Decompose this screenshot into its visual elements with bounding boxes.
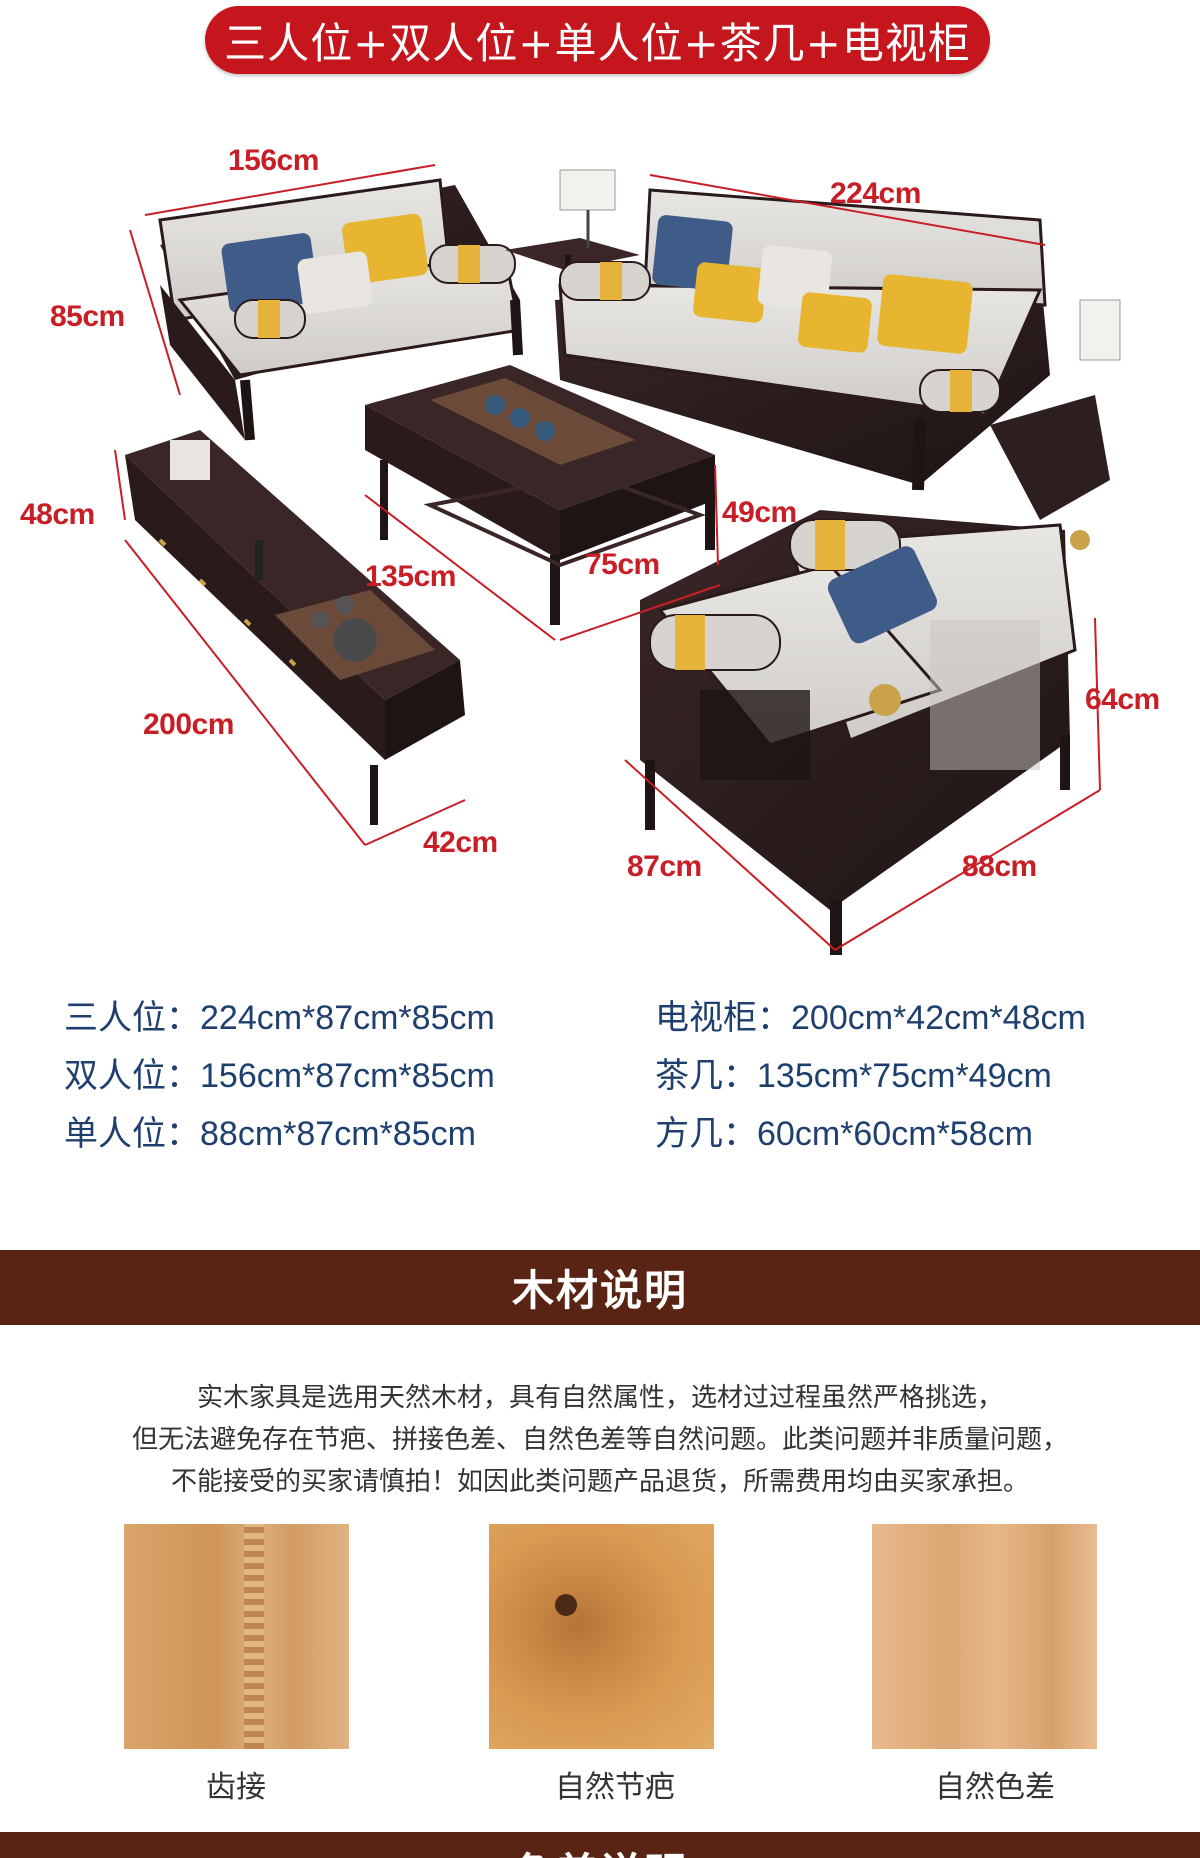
wood-section-header: 木材说明 (0, 1250, 1200, 1325)
loveseat (158, 178, 523, 441)
table-length-label: 135cm (365, 560, 456, 593)
armchair (640, 510, 1090, 955)
table-height-label: 49cm (722, 496, 797, 529)
sofa-width-label: 224cm (830, 177, 921, 210)
wood-sample-color-variation (872, 1524, 1097, 1749)
notice-line-1: 实木家具是选用天然木材，具有自然属性，选材过过程虽然严格挑选， (196, 1383, 1003, 1413)
chair-height-label: 64cm (1085, 683, 1160, 716)
spec-single-seat: 单人位：88cm*87cm*85cm (64, 1115, 476, 1153)
chair-width-label: 88cm (962, 850, 1037, 883)
tv-cabinet (125, 430, 465, 825)
three-seat-sofa (555, 188, 1050, 491)
furniture-drawing (114, 164, 1121, 955)
banner-title: 三人位+双人位+单人位+茶几+电视柜 (224, 18, 971, 68)
spec-three-seat: 三人位：224cm*87cm*85cm (64, 999, 495, 1037)
loveseat-width-label: 156cm (228, 144, 319, 177)
tv-height-label: 48cm (20, 498, 95, 531)
sample-label-color-variation: 自然色差 (935, 1770, 1055, 1805)
color-section-header: 色差说明 (0, 1832, 1200, 1858)
dimension-lines (114, 164, 1101, 951)
wood-notice: 实木家具是选用天然木材，具有自然属性，选材过过程虽然严格挑选， 但无法避免存在节… (0, 1377, 1200, 1503)
furniture-illustration: 156cm 224cm 85cm 48cm 135cm 49cm 75cm 64… (0, 120, 1200, 960)
notice-line-2: 但无法避免存在节疤、拼接色差、自然色差等自然问题。此类问题并非质量问题， (131, 1425, 1068, 1455)
spec-coffee-table: 茶几：135cm*75cm*49cm (655, 1057, 1052, 1095)
spec-square-table: 方几：60cm*60cm*58cm (655, 1115, 1033, 1153)
notice-line-3: 不能接受的买家请慎拍！如因此类问题产品退货，所需费用均由买家承担。 (170, 1467, 1029, 1497)
spec-two-seat: 双人位：156cm*87cm*85cm (64, 1057, 495, 1095)
chair-depth-label: 87cm (627, 850, 702, 883)
wood-section-title: 木材说明 (511, 1266, 688, 1315)
sample-label-knot: 自然节疤 (555, 1770, 675, 1805)
wood-sample-finger-joint (124, 1524, 349, 1749)
tv-length-label: 200cm (143, 708, 234, 741)
wood-sample-knot (489, 1524, 714, 1749)
tv-depth-label: 42cm (423, 826, 498, 859)
spec-tv-cabinet: 电视柜：200cm*42cm*48cm (655, 999, 1086, 1037)
sample-label-finger-joint: 齿接 (206, 1770, 266, 1805)
table-depth-label: 75cm (585, 548, 660, 581)
sofa-height-label: 85cm (50, 300, 125, 333)
color-section-title: 色差说明 (512, 1840, 688, 1858)
corner-table (990, 299, 1121, 520)
top-banner: 三人位+双人位+单人位+茶几+电视柜 (205, 6, 990, 74)
coffee-table (365, 365, 715, 625)
